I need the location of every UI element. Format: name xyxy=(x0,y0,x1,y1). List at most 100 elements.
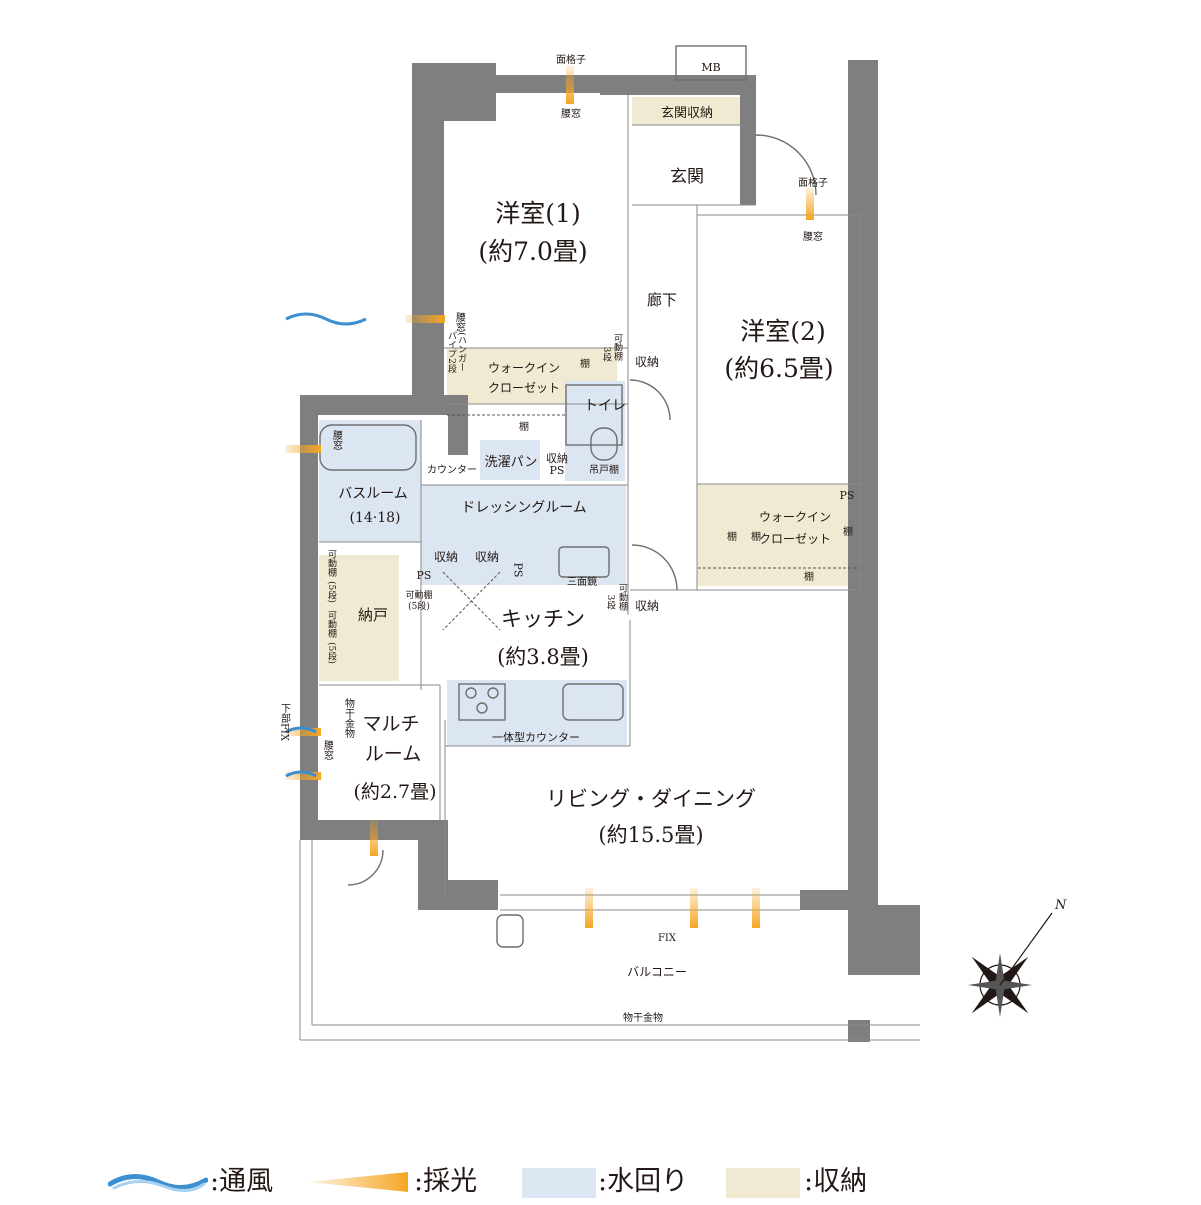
shelf-label-d: 棚 xyxy=(843,525,853,538)
ps-label-c: PS xyxy=(512,563,525,578)
light-beam-icon xyxy=(285,728,321,736)
wic1-line1: ウォークイン xyxy=(488,361,560,375)
ps-label-b: PS xyxy=(417,569,432,582)
dressing-room-area xyxy=(421,485,626,585)
tiers-5c-label: (5段) xyxy=(408,600,430,612)
kitchen-size: (約3.8畳) xyxy=(497,645,589,669)
dressing-door-swing xyxy=(631,544,678,591)
north-compass-icon: N xyxy=(968,898,1067,1017)
wind-wave-icon xyxy=(285,726,317,734)
waist-window-multi-label: 腰窓 xyxy=(322,740,334,760)
fix-label: FIX xyxy=(658,933,677,944)
washer-pan-area xyxy=(480,440,540,480)
kitchen-sink xyxy=(562,683,624,721)
waist-window-bath-label: 腰窓 xyxy=(331,430,343,450)
legend-daylight: :採光 xyxy=(414,1166,478,1197)
toilet-door-swing xyxy=(629,379,671,421)
storeroom-label: 納戸 xyxy=(358,606,388,624)
living-line2: (約15.5畳) xyxy=(598,823,703,847)
movable-shelf-5b-label: 可動棚 xyxy=(326,610,337,638)
bathroom-name: バスルーム xyxy=(338,486,408,502)
legend-storage: :収納 xyxy=(804,1166,868,1197)
storage-label-d: 収納 xyxy=(475,550,499,564)
washer-pan-label: 洗濯パン xyxy=(485,455,538,470)
light-beam-icon xyxy=(308,1172,408,1192)
multi-line2: ルーム xyxy=(365,743,421,765)
entrance-storage-area xyxy=(632,97,742,125)
counter-label: カウンター xyxy=(427,464,477,476)
movable-shelf-5c-label: 可動棚 xyxy=(405,589,432,601)
bathroom-area xyxy=(319,420,421,542)
dressing-room-label: ドレッシングルーム xyxy=(461,500,587,516)
grille-right-label: 面格子 xyxy=(798,176,828,189)
light-beam-icon xyxy=(370,820,378,856)
multi-door-swing xyxy=(347,849,384,886)
western2-name: 洋室(2) xyxy=(740,317,825,346)
movable-shelf-3b-label: 可動棚 xyxy=(617,583,628,611)
storeroom-area xyxy=(319,555,399,681)
storage-label-b: 収納 xyxy=(635,599,659,613)
wic2-line2: クローゼット xyxy=(759,532,831,546)
entrance-door-swing xyxy=(755,134,817,196)
wic1-line2: クローゼット xyxy=(488,381,560,395)
light-beam-icon xyxy=(806,188,814,220)
lower-fix-label: 下部FIX xyxy=(279,703,291,742)
light-beam-icon xyxy=(566,66,574,104)
entrance-label: 玄関 xyxy=(670,167,704,187)
kitchen-counter-area xyxy=(447,680,627,746)
storage-swatch xyxy=(726,1168,800,1198)
legend-water-area: :水回り xyxy=(598,1166,689,1197)
shelf-label-c: 棚 xyxy=(727,530,737,543)
toilet-label: トイレ xyxy=(584,398,626,414)
entrance-storage-label: 玄関収納 xyxy=(661,106,713,121)
western2-size: (約6.5畳) xyxy=(724,354,833,383)
wic2-line1: ウォークイン xyxy=(759,510,831,524)
light-beam-icon xyxy=(405,315,445,323)
drying-hardware-label: 物干金物 xyxy=(343,697,355,739)
area-fills xyxy=(319,97,862,746)
drying-hardware-label-b: 物干金物 xyxy=(623,1011,663,1024)
washbasin xyxy=(558,546,610,578)
movable-shelf-3-label: 可動棚 xyxy=(612,333,623,361)
window-indicators xyxy=(285,66,814,928)
mb-box xyxy=(675,45,747,81)
living-line1: リビング・ダイニング xyxy=(546,787,756,811)
kitchen-name: キッチン xyxy=(501,607,585,631)
room-labels: 洋室(1) (約7.0畳) 洋室(2) (約6.5畳) 玄関 玄関収納 廊下 ウ… xyxy=(338,106,833,979)
shelf-label-e: 棚 xyxy=(804,570,814,583)
storage-label-a: 収納 xyxy=(635,355,659,369)
shelf-label-b: 棚 xyxy=(519,420,529,433)
waist-window-right-label: 腰窓 xyxy=(803,230,823,243)
wind-wave-icon xyxy=(285,770,317,778)
legend-ventilation: :通風 xyxy=(210,1166,274,1197)
legend: :通風 :採光 :水回り :収納 xyxy=(0,1164,1201,1201)
light-beam-icon xyxy=(585,888,593,928)
waist-window-top-label: 腰窓 xyxy=(561,107,581,120)
light-beam-icon xyxy=(690,888,698,928)
svg-text:N: N xyxy=(1054,898,1067,913)
corridor-label: 廊下 xyxy=(647,291,677,309)
integrated-counter-label: 一体型カウンター xyxy=(492,730,580,744)
ps-label-a: PS xyxy=(840,489,855,502)
toilet-stall xyxy=(565,384,623,446)
grille-top-label: 面格子 xyxy=(556,53,586,66)
wic2-area xyxy=(697,484,862,586)
movable-shelf-5a-label: 可動棚 xyxy=(326,549,337,577)
balcony-label: バルコニー xyxy=(627,965,687,979)
tiers-3b-label: 3段 xyxy=(605,595,616,611)
storage-label-e: 収納 xyxy=(546,452,568,465)
light-beam-icon xyxy=(285,445,321,453)
multi-line1: マルチ xyxy=(362,713,419,735)
three-mirror-label: 三面鏡 xyxy=(567,575,597,588)
wind-wave-icon xyxy=(285,312,367,326)
mb-label: MB xyxy=(701,61,720,74)
storage-label-c: 収納 xyxy=(434,550,458,564)
shelf-label-a: 棚 xyxy=(580,357,590,370)
wind-wave-icon xyxy=(108,1174,208,1192)
hanger-pipe-label: パイプ2段 xyxy=(446,331,457,374)
waist-window-left-label: 腰窓 xyxy=(454,312,466,332)
interior-lines xyxy=(299,45,920,1041)
fixture-labels: MB 面格子 腰窓 面格子 腰窓 腰窓 腰窓 腰窓 棚 棚 棚 棚 棚 棚 パイ… xyxy=(279,53,855,1024)
